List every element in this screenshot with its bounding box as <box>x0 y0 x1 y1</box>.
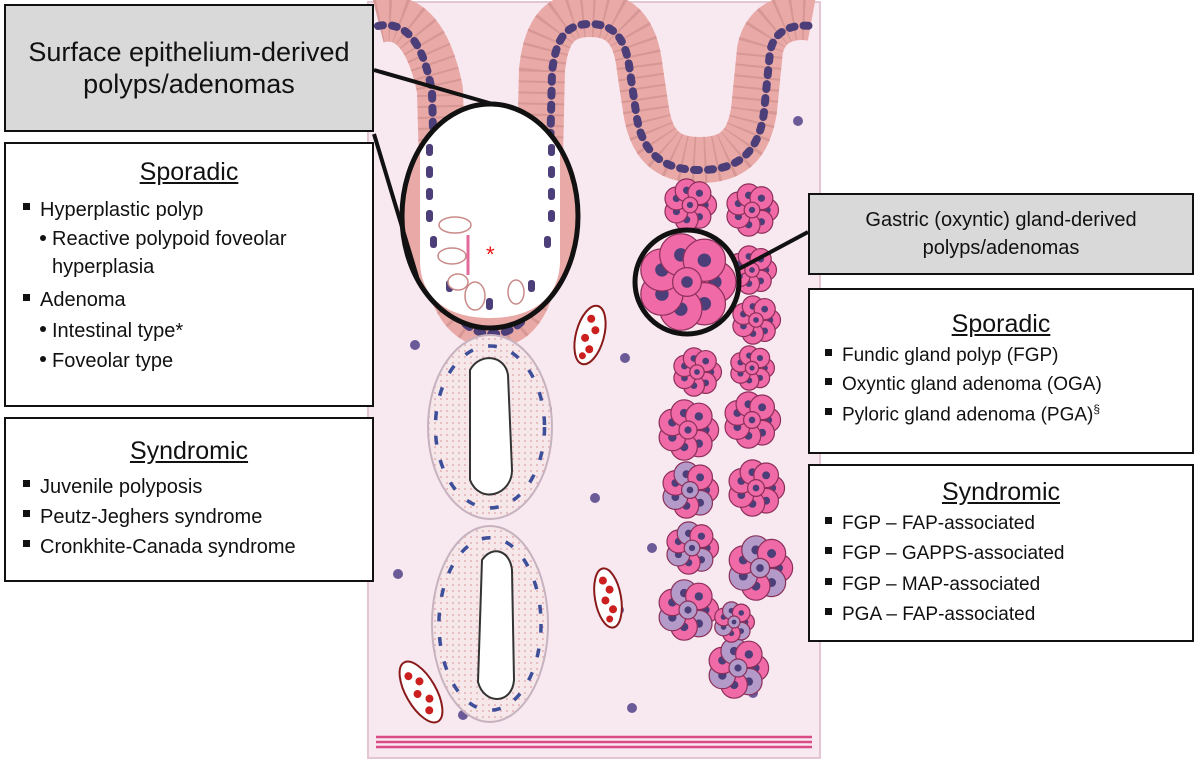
list-item: Peutz-Jeghers syndrome <box>16 502 362 532</box>
gland-cluster <box>708 637 770 699</box>
list-item: Adenoma <box>16 285 362 315</box>
list-item: Oxyntic gland adenoma (OGA) <box>818 370 1184 399</box>
gland-cluster <box>732 295 782 345</box>
list-item: Juvenile polyposis <box>16 472 362 502</box>
gland-nucleus <box>697 253 712 267</box>
list-item: Fundic gland polyp (FGP) <box>818 341 1184 370</box>
list-item: PGA – FAP-associated <box>818 600 1184 630</box>
surface-syndromic-box: Syndromic Juvenile polyposis Peutz-Jeghe… <box>4 417 374 582</box>
gastric-syndromic-title: Syndromic <box>941 478 1061 506</box>
gastric-syndromic-box: Syndromic FGP – FAP-associated FGP – GAP… <box>808 464 1194 642</box>
list-item: FGP – FAP-associated <box>818 509 1184 539</box>
gastric-syndromic-list: FGP – FAP-associated FGP – GAPPS-associa… <box>818 509 1184 631</box>
gland-cluster <box>726 183 780 237</box>
list-item: FGP – MAP-associated <box>818 570 1184 600</box>
list-item: FGP – GAPPS-associated <box>818 539 1184 569</box>
gland-nucleus <box>697 532 706 540</box>
surface-header-title: Surface epithelium-derived polyps/adenom… <box>28 36 350 99</box>
list-item: Foveolar type <box>16 346 362 376</box>
crypt-lower <box>431 525 549 723</box>
gland-nucleus <box>695 189 704 197</box>
crypt-upper <box>427 334 553 520</box>
gland-nucleus <box>744 650 754 659</box>
leader-lines <box>372 68 809 281</box>
gastric-sporadic-title: Sporadic <box>951 310 1051 338</box>
surface-syndromic-list: Juvenile polyposis Peutz-Jeghers syndrom… <box>16 472 362 562</box>
gastric-sporadic-box: Sporadic Fundic gland polyp (FGP) Oxynti… <box>808 288 1194 454</box>
gland-cluster <box>728 459 786 517</box>
surface-sporadic-title: Sporadic <box>139 158 239 186</box>
gastric-header-title: Gastric (oxyntic) gland-derived polyps/a… <box>865 209 1137 259</box>
gland-nucleus <box>758 403 767 412</box>
gastric-zoom-inset <box>632 227 742 337</box>
gastric-header-box: Gastric (oxyntic) gland-derived polyps/a… <box>808 193 1194 275</box>
gland-cluster <box>730 345 776 391</box>
list-item: Intestinal type* <box>16 316 362 346</box>
list-item: Cronkhite-Canada syndrome <box>16 532 362 562</box>
gland-cluster <box>714 601 755 643</box>
gland-cluster <box>666 521 720 575</box>
gland-cluster <box>664 178 718 232</box>
gland-cluster <box>640 233 737 331</box>
gland-nucleus <box>757 194 766 202</box>
gland-nucleus <box>738 610 745 616</box>
gland-cluster <box>658 579 720 641</box>
surface-sporadic-box: Sporadic Hyperplastic polyp Reactive pol… <box>4 142 374 407</box>
gland-cluster <box>662 461 720 519</box>
surface-header-box: Surface epithelium-derived polyps/adenom… <box>4 4 374 132</box>
gland-nucleus <box>694 412 704 421</box>
muscularis-mucosae <box>376 735 812 749</box>
surface-syndromic-title: Syndromic <box>129 437 249 465</box>
gland-cluster <box>728 535 794 601</box>
gland-nucleus <box>756 354 764 362</box>
gland-nucleus <box>762 471 771 480</box>
oxyntic-gland-clusters <box>658 178 794 699</box>
blood-vessels <box>398 304 623 724</box>
gland-cluster <box>724 391 782 449</box>
gland-nucleus <box>694 592 704 601</box>
gland-nucleus <box>761 305 769 313</box>
list-item: Hyperplastic polyp <box>16 195 362 225</box>
gland-nucleus <box>702 357 710 365</box>
footnote-mark: § <box>1093 401 1101 416</box>
gland-cluster <box>673 347 723 397</box>
list-item: Reactive polypoid foveolar hyperplasia <box>16 225 322 281</box>
list-item: Pyloric gland adenoma (PGA)§ <box>818 400 1184 430</box>
surface-zoom-marker: * <box>486 242 495 267</box>
surface-sporadic-list: Hyperplastic polyp Reactive polypoid fov… <box>16 195 362 377</box>
list-item-text: Pyloric gland adenoma (PGA) <box>842 404 1094 426</box>
gland-nucleus <box>767 549 777 558</box>
gastric-sporadic-list: Fundic gland polyp (FGP) Oxyntic gland a… <box>818 341 1184 430</box>
gland-cluster <box>658 399 720 461</box>
gland-nucleus <box>696 473 705 482</box>
